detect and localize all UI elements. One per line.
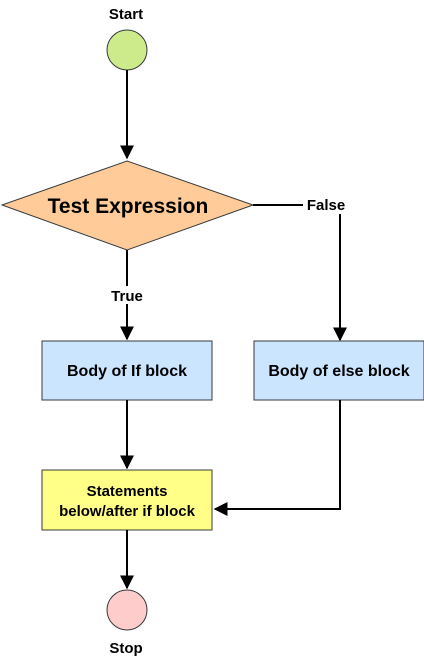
true-branch-label: True <box>111 288 143 305</box>
statements-label-line1: Statements <box>87 483 168 500</box>
stop-node <box>106 589 148 631</box>
if-block-label: Body of If block <box>67 363 187 380</box>
else-block-node <box>253 340 424 401</box>
else-to-statements-arrow <box>213 400 341 516</box>
statements-label-line2: below/after if block <box>59 503 196 520</box>
true-label-bg <box>105 286 149 304</box>
false-branch-label: False <box>307 197 345 214</box>
start-node <box>106 29 148 71</box>
false-branch-connector <box>253 204 347 342</box>
false-label-bg <box>303 196 349 214</box>
start-label: Start <box>109 6 143 23</box>
test-expression-label: Test Expression <box>48 195 209 218</box>
else-block-label: Body of else block <box>268 363 409 380</box>
statements-node <box>41 469 213 531</box>
if-block-node <box>41 340 213 401</box>
stop-label: Stop <box>109 640 142 657</box>
